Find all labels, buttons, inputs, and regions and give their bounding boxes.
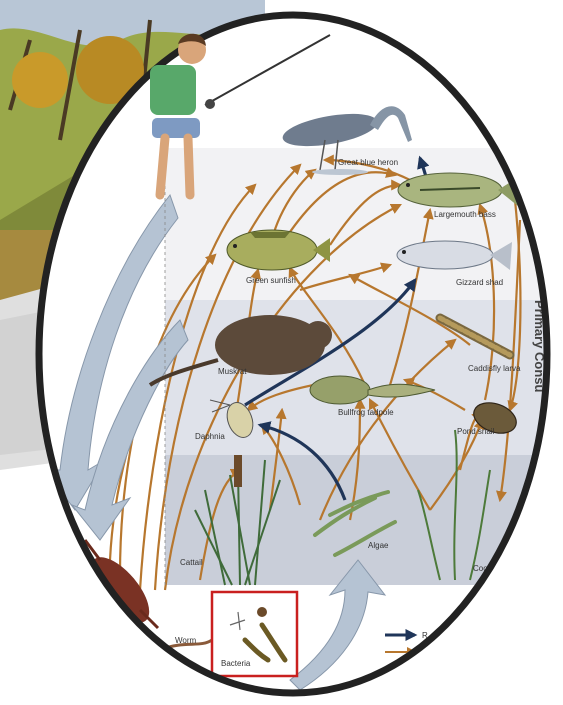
label-snail: Pond snail xyxy=(457,427,495,436)
label-tadpole: Bullfrog tadpole xyxy=(338,408,394,417)
label-bacteria: Bacteria xyxy=(221,659,251,668)
label-daphnia: Daphnia xyxy=(195,432,225,441)
label-bass: Largemouth bass xyxy=(434,210,496,219)
label-heron: Great blue heron xyxy=(338,158,398,167)
label-cattail: Cattail xyxy=(180,558,203,567)
label-algae: Algae xyxy=(368,541,389,550)
label-caddisfly: Caddisfly larva xyxy=(468,364,521,373)
label-worm: Worm xyxy=(175,636,197,645)
label-muskrat: Muskrat xyxy=(218,367,247,376)
label-shad: Gizzard shad xyxy=(456,278,503,287)
label-sunfish: Green sunfish xyxy=(246,276,296,285)
